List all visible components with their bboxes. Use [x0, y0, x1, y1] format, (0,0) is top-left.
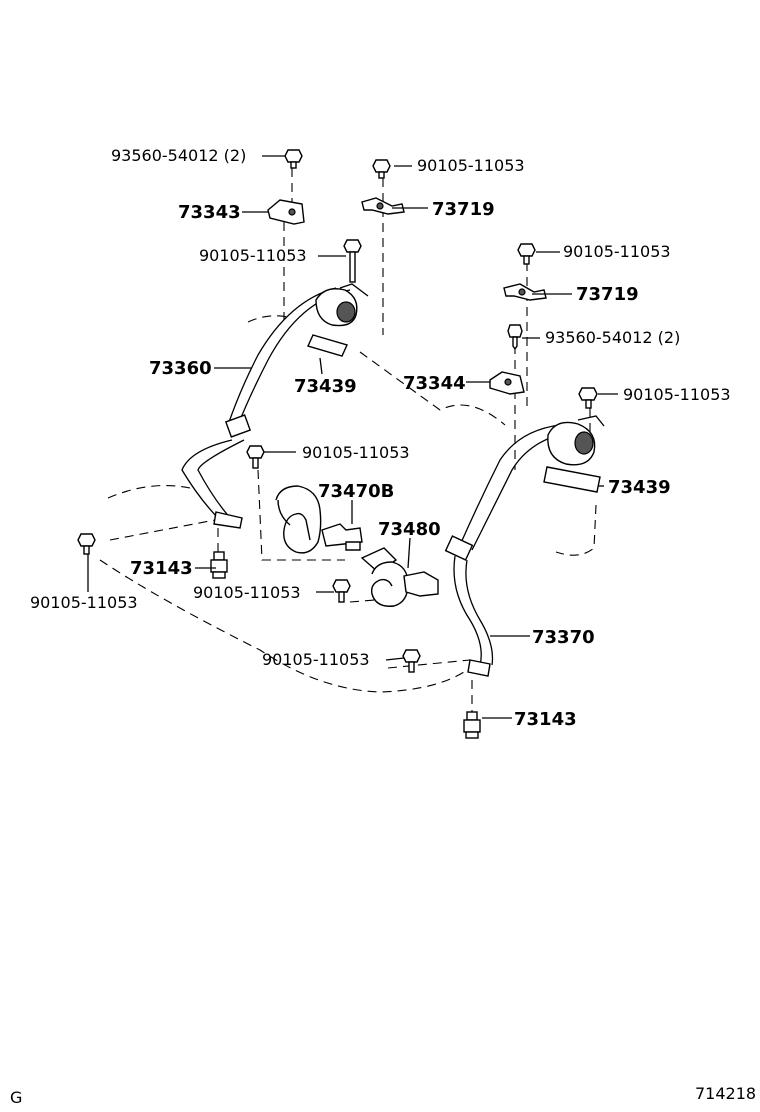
part-label: 90105-11053 — [417, 156, 525, 175]
part-labels: 93560-54012 (2) 73343 90105-11053 73719 … — [30, 146, 731, 730]
bolt-icon — [402, 649, 421, 673]
part-label: 73370 — [532, 627, 595, 648]
part-label: 73480 — [378, 519, 441, 540]
part-label: 73439 — [608, 477, 671, 498]
part-label: 73470B — [318, 481, 394, 502]
part-label: 73719 — [432, 199, 495, 220]
right-retractor — [547, 415, 605, 466]
right-seat-belt-73370 — [444, 424, 571, 677]
part-label: 73360 — [149, 358, 212, 379]
anchor-bolt-icon — [210, 551, 228, 579]
bracket-73719-lower — [503, 283, 547, 301]
part-label: 73343 — [178, 202, 241, 223]
cover-73344 — [489, 371, 525, 395]
leader-lines — [87, 155, 618, 719]
part-label: 90105-11053 — [623, 385, 731, 404]
bolt-icon — [343, 239, 362, 283]
bolt-icon — [246, 445, 265, 469]
part-label: 73143 — [130, 558, 193, 579]
bolt-icon — [578, 387, 598, 409]
bolt-icons — [77, 149, 598, 739]
part-label: 90105-11053 — [563, 242, 671, 261]
pad-73439-left — [307, 334, 348, 357]
bolt-icon — [332, 579, 351, 603]
part-label: 90105-11053 — [30, 593, 138, 612]
bolt-icon — [284, 149, 303, 169]
part-label: 93560-54012 (2) — [545, 328, 680, 347]
cover-73343 — [267, 199, 305, 225]
left-seat-belt-73360 — [181, 287, 351, 529]
bolt-icon — [517, 243, 536, 265]
left-retractor — [315, 283, 369, 327]
pad-73439-right — [543, 466, 601, 493]
bolt-icon — [77, 533, 96, 555]
bolt-icon — [507, 324, 523, 351]
part-label: 73143 — [514, 709, 577, 730]
part-label: 90105-11053 — [302, 443, 410, 462]
assembly-dash-lines — [99, 168, 597, 712]
part-label: 90105-11053 — [199, 246, 307, 265]
part-label: 93560-54012 (2) — [111, 146, 246, 165]
corner-letter: G — [10, 1088, 22, 1107]
part-label: 73344 — [403, 373, 466, 394]
part-label: 73439 — [294, 376, 357, 397]
part-label: 73719 — [576, 284, 639, 305]
part-label: 90105-11053 — [262, 650, 370, 669]
buckle-73470b — [275, 485, 363, 554]
anchor-bolt-icon — [463, 711, 481, 739]
bolt-icon — [372, 159, 391, 179]
buckle-73480 — [360, 547, 439, 607]
diagram-number: 714218 — [695, 1084, 756, 1103]
bracket-73719-upper — [361, 197, 405, 215]
part-label: 90105-11053 — [193, 583, 301, 602]
